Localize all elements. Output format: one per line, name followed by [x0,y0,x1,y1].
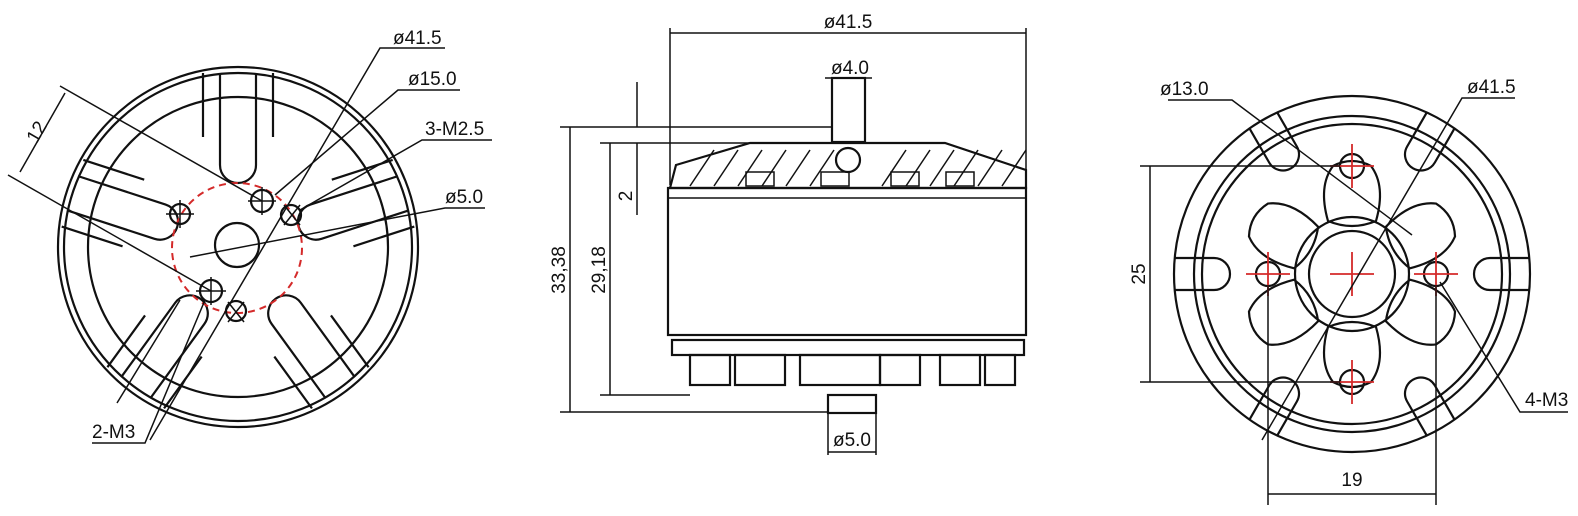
fin [905,149,931,187]
m3-hole [166,200,194,228]
dim-total-height: 33,38 [549,246,570,294]
spoke [267,294,370,409]
base-feet [688,353,1017,387]
spoke-outline [218,73,258,185]
spoke [201,73,275,185]
label-outer-dia: ø41.5 [824,12,873,33]
label-shaft-dia: ø5.0 [445,187,483,208]
fin [881,149,907,187]
bottom-view: 25 19 ø13.0 ø41.5 4-M3 [1129,77,1568,505]
label-hub-dia: ø13.0 [1160,79,1209,100]
spoke-edge [61,158,145,248]
slot-outline [1247,278,1320,346]
fin [761,149,787,187]
fin [953,149,979,187]
fin [809,149,835,187]
label-m25: 3-M2.5 [425,119,484,140]
dim-protrusion: 2 [616,191,637,202]
dim-19: 19 [1341,470,1362,491]
center-mark [1330,252,1374,296]
fin [689,149,715,187]
fin [785,149,811,187]
foot [938,353,982,387]
slot [1247,278,1320,346]
fin-block [745,171,775,187]
slot-outline [1384,202,1457,270]
mount-holes [1246,144,1458,404]
fin [1001,149,1027,187]
spoke-outline [120,294,209,399]
spoke-edge [106,314,203,409]
hub-outer [1293,215,1411,333]
rib-notch [1403,111,1456,172]
rib [1472,256,1530,292]
foot [688,353,732,387]
dim-25: 25 [1129,263,1150,284]
label-4-m3: 4-M3 [1525,390,1568,411]
side-view: ø41.5 ø4.0 ø5.0 33,38 29,18 2 [549,12,1028,455]
fin [737,149,763,187]
spoke-edge [201,73,275,137]
slot [1384,202,1457,270]
outer-circle [1172,94,1532,454]
fin [929,149,955,187]
label-m3: 2-M3 [92,422,135,443]
ring [1192,114,1512,434]
slot [1247,202,1320,270]
foot [733,353,787,387]
base-plate [670,338,1026,357]
spoke-edge [273,314,370,409]
motor-body [666,186,1028,337]
spoke [106,294,209,409]
rib [1403,111,1456,172]
label-bolt-circle: ø15.0 [408,69,457,90]
foot [983,353,1017,387]
top-view: 12 ø41.5 ø15.0 3-M2.5 ø5.0 2-M3 [7,28,492,444]
dim-12: 12 [23,118,52,147]
fin-block [945,171,975,187]
rotor-top [668,141,1028,190]
top-shaft [830,76,867,144]
cooling-fins [689,149,1027,187]
rib-notch [1472,256,1530,292]
m25-hole [279,203,303,227]
slot-outline [1247,202,1320,270]
label-shaft-top: ø4.0 [831,58,869,79]
fin [977,149,1003,187]
label-outer-dia: ø41.5 [393,28,442,49]
hub-inner [1307,229,1397,319]
label-shaft-bottom: ø5.0 [833,430,871,451]
fin-block [820,171,850,187]
fin-block [890,171,920,187]
outer-circle [56,65,420,429]
foot [878,353,922,387]
rib-notch [1174,256,1232,292]
label-outer-dia: ø41.5 [1467,77,1516,98]
dim-body-height: 29,18 [589,246,610,294]
outer-circle-inner [62,71,414,423]
bottom-shaft [826,393,878,415]
rib-notch [1403,376,1456,437]
inner-ring [86,95,390,399]
fin [713,149,739,187]
spoke-outline [267,294,356,399]
shaft-hole [213,221,261,269]
rib [1403,376,1456,437]
foot [798,353,882,387]
rib [1174,256,1232,292]
